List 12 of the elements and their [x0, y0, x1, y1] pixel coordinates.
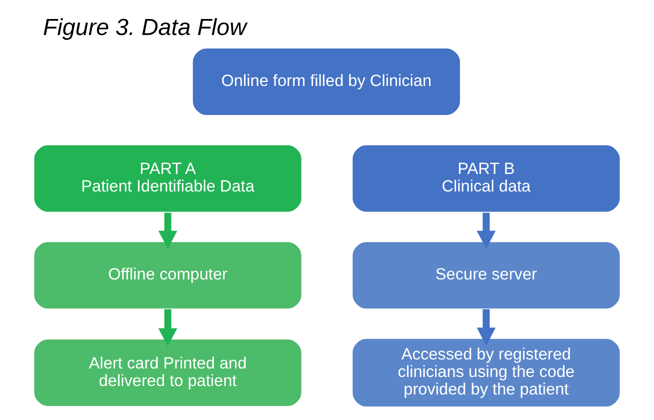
arrow: [476, 212, 496, 249]
node-box: Alert card Printed and delivered to patient: [33, 338, 302, 408]
node-box: PART B Clinical data: [352, 144, 621, 213]
diagram-title: Figure 3. Data Flow: [42, 14, 246, 40]
node-box: Offline computer: [33, 240, 302, 310]
arrow: [158, 309, 178, 346]
node-box: Secure server: [352, 240, 621, 310]
arrow: [476, 309, 496, 346]
arrow: [158, 212, 178, 249]
node-box: Accessed by registered clinicians using the code provided by the patient: [352, 338, 621, 408]
node-box: PART A Patient Identifiable Data: [33, 144, 302, 213]
node-box: Online form filled by Clinician: [192, 47, 462, 116]
